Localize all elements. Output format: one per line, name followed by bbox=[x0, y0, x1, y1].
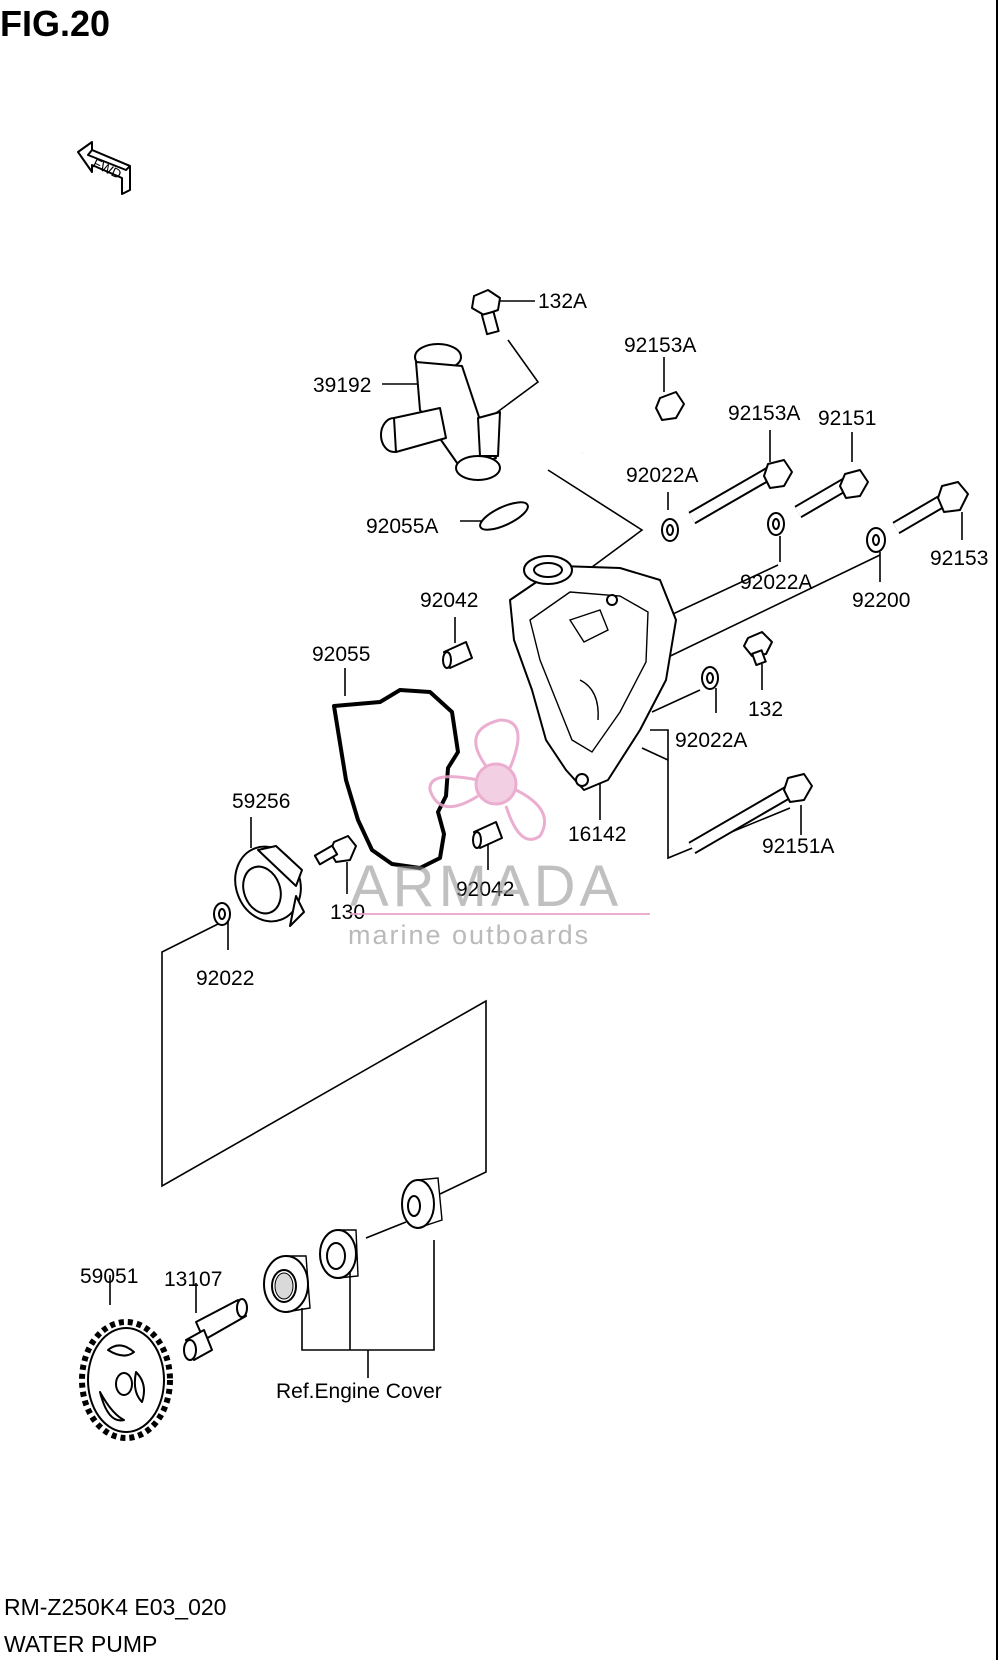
label-92022A-2: 92022A bbox=[740, 571, 812, 594]
bolt-92153-icon bbox=[892, 481, 969, 535]
dowel-92042-2-icon bbox=[472, 821, 503, 849]
impeller-59256-icon bbox=[234, 845, 305, 927]
label-59256: 59256 bbox=[232, 790, 290, 813]
bolt-92153A-icon bbox=[579, 391, 685, 458]
fwd-label: FWD bbox=[91, 156, 124, 182]
washer-92022A-2-icon bbox=[767, 512, 785, 536]
bolt-132-icon bbox=[743, 631, 773, 667]
washer-92022-icon bbox=[213, 902, 231, 926]
gasket-92055-icon bbox=[332, 688, 460, 870]
label-ref-engine-cover: Ref.Engine Cover bbox=[276, 1380, 442, 1403]
label-92153A-2: 92153A bbox=[728, 402, 800, 425]
label-13107: 13107 bbox=[164, 1268, 222, 1291]
bolt-132A-icon bbox=[471, 289, 501, 336]
label-59051: 59051 bbox=[80, 1265, 138, 1288]
label-92200: 92200 bbox=[852, 589, 910, 612]
label-92151: 92151 bbox=[818, 407, 876, 430]
pipe-39192-icon bbox=[380, 343, 501, 481]
housing-16142-icon bbox=[509, 555, 677, 791]
label-132A: 132A bbox=[538, 290, 587, 313]
shaft-13107-icon bbox=[183, 1298, 248, 1361]
label-16142: 16142 bbox=[568, 823, 626, 846]
footer-section-name: WATER PUMP bbox=[4, 1631, 157, 1657]
label-92022A-1: 92022A bbox=[626, 464, 698, 487]
label-92042-2: 92042 bbox=[456, 878, 514, 901]
label-92022: 92022 bbox=[196, 967, 254, 990]
label-130: 130 bbox=[330, 901, 365, 924]
oring-92055A-icon bbox=[479, 501, 529, 531]
bolt-92151-icon bbox=[794, 469, 869, 519]
washer-92200-icon bbox=[866, 527, 886, 553]
seal-icon bbox=[401, 1177, 443, 1229]
washer-92022A-3-icon bbox=[701, 666, 719, 690]
bearing-small-icon bbox=[319, 1229, 359, 1279]
watermark-tagline: marine outboards bbox=[348, 920, 590, 950]
label-39192: 39192 bbox=[313, 374, 371, 397]
label-92055A: 92055A bbox=[366, 515, 438, 538]
bolt-92151A-icon bbox=[688, 773, 813, 855]
washer-92022A-icon bbox=[661, 518, 679, 542]
label-132: 132 bbox=[748, 698, 783, 721]
dowel-92042-icon bbox=[442, 641, 473, 669]
label-92151A: 92151A bbox=[762, 835, 834, 858]
footer-model-code: RM-Z250K4 E03_020 bbox=[4, 1594, 226, 1620]
watermark: ARMADA marine outboards bbox=[348, 718, 650, 950]
label-92153A-1: 92153A bbox=[624, 334, 696, 357]
gear-59051-icon bbox=[79, 1319, 173, 1441]
bearing-large-icon bbox=[263, 1255, 311, 1313]
part-labels: 132A 39192 92153A 92153A 92151 92022A 92… bbox=[80, 290, 988, 1403]
label-92153: 92153 bbox=[930, 547, 988, 570]
label-92022A-3: 92022A bbox=[675, 729, 747, 752]
watermark-propeller-icon bbox=[428, 718, 546, 841]
fwd-arrow-icon: FWD bbox=[77, 141, 131, 195]
figure-title: FIG.20 bbox=[0, 3, 110, 44]
label-92055: 92055 bbox=[312, 643, 370, 666]
watermark-brand: ARMADA bbox=[350, 854, 622, 919]
bolt-130-icon bbox=[313, 835, 357, 866]
label-92042-1: 92042 bbox=[420, 589, 478, 612]
bolt-92153A-2-icon bbox=[688, 459, 793, 525]
